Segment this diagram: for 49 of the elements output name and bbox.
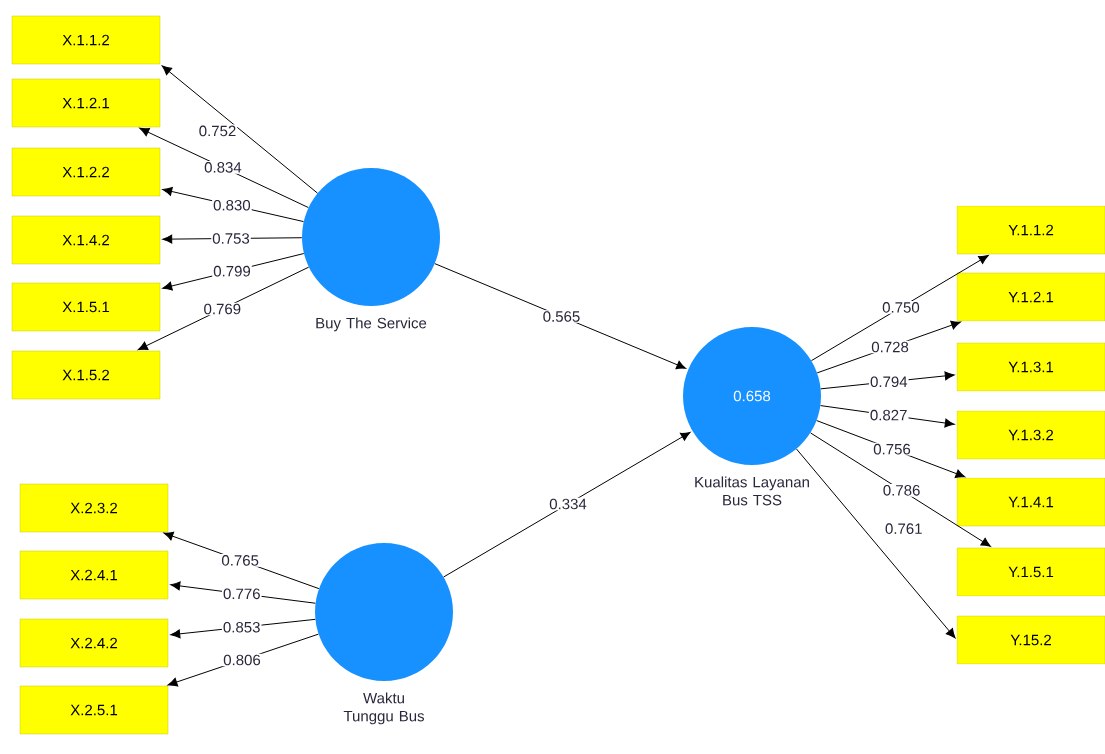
edge-label: 0.806: [222, 653, 262, 667]
edge-label: 0.750: [881, 301, 921, 314]
arrow: [810, 432, 991, 547]
indicator-box: Y.1.2.1: [956, 272, 1105, 322]
edge-label: 0.786: [881, 484, 922, 497]
edge-label: 0.753: [211, 232, 251, 245]
indicator-box: Y.1.5.1: [956, 547, 1105, 597]
indicator-box: X.2.3.2: [19, 483, 169, 533]
indicator-box: X.1.5.1: [11, 282, 161, 332]
arrow: [161, 65, 318, 194]
indicator-box: X.1.4.2: [11, 215, 161, 265]
indicator-box: X.1.1.2: [11, 15, 161, 65]
node-caption: Waktu Tunggu Bus: [343, 692, 424, 725]
indicator-box: X.1.5.2: [11, 350, 161, 400]
node-caption: Kualitas Layanan Bus TSS: [695, 476, 809, 506]
node-caption: Buy The Service: [316, 317, 427, 332]
indicator-box: X.2.4.1: [19, 550, 169, 600]
construct-circle: [315, 543, 453, 681]
edge-label: 0.799: [212, 264, 252, 278]
indicator-box: Y.1.1.2: [956, 205, 1105, 255]
edge-label: 0.776: [222, 587, 262, 601]
indicator-box: Y.1.4.1: [956, 477, 1105, 527]
edge-label: 0.834: [203, 161, 243, 174]
indicator-box: X.1.2.1: [11, 78, 161, 128]
construct-circle: [302, 168, 440, 306]
edge-label: 0.830: [212, 198, 252, 212]
indicator-box: Y.15.2: [956, 615, 1105, 665]
edge-label: 0.761: [884, 522, 924, 535]
indicator-box: X.2.4.2: [19, 618, 169, 668]
arrow: [811, 255, 989, 362]
edge-label: 0.853: [221, 620, 262, 634]
arrow: [434, 263, 687, 370]
arrow: [137, 266, 310, 351]
edge-label: 0.769: [202, 302, 243, 316]
edge-label: 0.728: [870, 340, 910, 354]
edge-label: 0.794: [869, 375, 909, 389]
edge-label: 0.765: [220, 554, 260, 567]
edge-label: 0.334: [548, 497, 588, 511]
indicator-box: X.1.2.2: [11, 147, 161, 197]
arrow: [796, 448, 956, 639]
edge-label: 0.752: [197, 124, 238, 138]
edge-label: 0.565: [541, 310, 582, 323]
arrow: [443, 431, 691, 578]
edge-label: 0.827: [868, 408, 909, 422]
indicator-box: Y.1.3.1: [956, 342, 1105, 392]
arrow: [139, 127, 309, 209]
edge-label: 0.756: [872, 442, 912, 456]
indicator-box: Y.1.3.2: [956, 410, 1105, 460]
indicator-box: X.2.5.1: [19, 685, 169, 735]
